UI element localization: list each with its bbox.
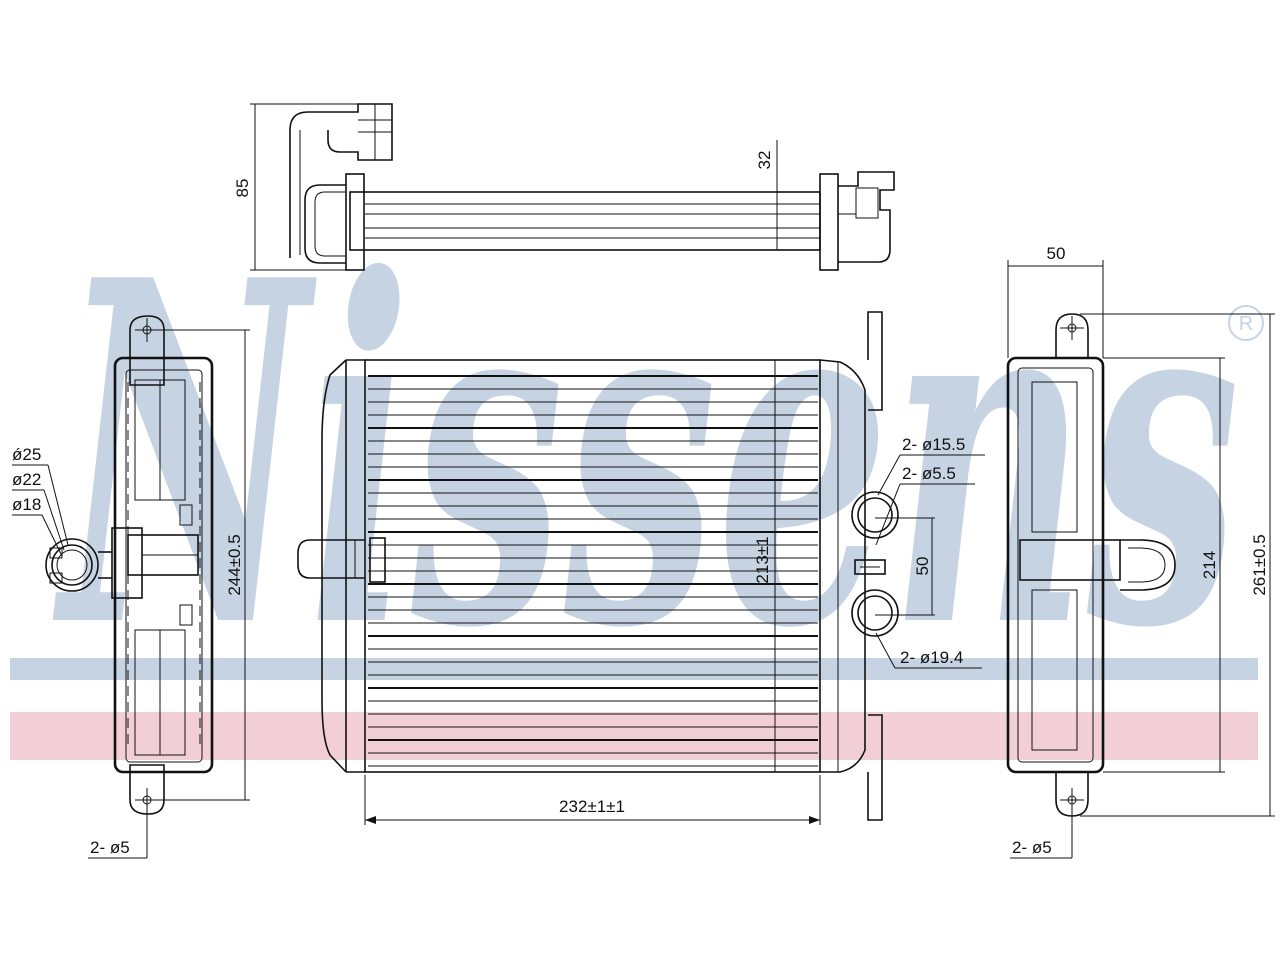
label-d19-4: 2- ø19.4 [900, 648, 963, 667]
left-side-view: ǿ25 ø22 ø18 244±0.5 2- ø5 [12, 315, 250, 859]
label-right-holes: 2- ø5 [1012, 838, 1052, 857]
dim-core-width: 232±1±1 [559, 797, 625, 816]
front-view: 50 2- ø15.5 2- ø5.5 2- ø19.4 213±1 232±1… [297, 311, 985, 825]
label-left-holes: 2- ø5 [90, 838, 130, 857]
watermark: Nissens R [10, 179, 1264, 760]
dim-top-thickness: 32 [755, 151, 774, 170]
label-d18: ø18 [12, 495, 41, 514]
dim-pipe-spacing: 50 [913, 557, 932, 576]
core-tubes [368, 375, 818, 767]
watermark-logo-text: Nissens [52, 179, 1240, 731]
dim-core-height: 213±1 [753, 536, 772, 583]
label-d5-5: 2- ø5.5 [902, 464, 956, 483]
top-view: 85 32 [233, 103, 895, 271]
dim-right-height: 261±0.5 [1250, 534, 1269, 595]
registered-symbol: R [1239, 313, 1253, 335]
dim-right-inner-height: 214 [1200, 551, 1219, 579]
dim-top-height: 85 [233, 179, 252, 198]
label-d25: ǿ25 [12, 445, 41, 464]
registered-mark-icon [1228, 305, 1264, 341]
dim-right-width: 50 [1047, 244, 1066, 263]
dim-left-height: 244±0.5 [225, 534, 244, 595]
label-d22: ø22 [12, 470, 41, 489]
watermark-stripe-pink [10, 712, 1258, 760]
right-side-view: 50 214 261±0.5 2- ø5 [1006, 244, 1275, 859]
label-d15-5: 2- ø15.5 [902, 435, 965, 454]
